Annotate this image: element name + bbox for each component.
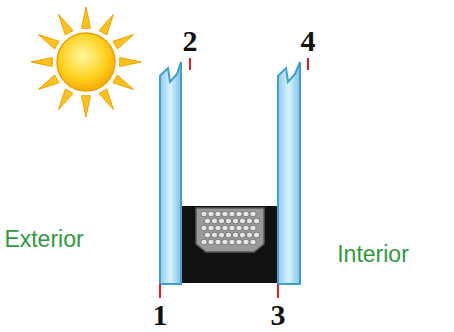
sun-ray (99, 14, 113, 35)
bead (222, 239, 228, 245)
bead (239, 218, 245, 224)
bead (201, 225, 207, 231)
outer-glass-pane (160, 62, 181, 284)
bead (243, 225, 249, 231)
bead (211, 232, 217, 238)
bead (215, 239, 221, 245)
bead (232, 218, 238, 224)
surface-tick (277, 284, 279, 298)
bead (253, 218, 259, 224)
bead (201, 211, 207, 217)
bead (225, 232, 231, 238)
sun-ray (31, 58, 52, 67)
side-label: Interior (337, 243, 409, 266)
sun-ray (99, 89, 113, 110)
bead (246, 232, 252, 238)
bead (204, 218, 210, 224)
sun-disc (57, 33, 115, 91)
bead (229, 211, 235, 217)
spacer-bar (196, 208, 264, 252)
bead (204, 232, 210, 238)
bead (250, 211, 256, 217)
sun-rays (31, 7, 141, 117)
bead (215, 211, 221, 217)
bead (232, 232, 238, 238)
bead (236, 239, 242, 245)
bead (229, 239, 235, 245)
bead (239, 232, 245, 238)
bead (222, 225, 228, 231)
desiccant-beads (201, 211, 260, 245)
sun (31, 7, 141, 117)
sun-ray (38, 35, 59, 49)
side-label: Exterior (4, 228, 83, 251)
bead (243, 211, 249, 217)
bead (215, 225, 221, 231)
sun-ray (120, 58, 141, 67)
surface-tick (189, 58, 191, 70)
bead (225, 218, 231, 224)
bead (253, 232, 259, 238)
inner-glass-pane (278, 62, 300, 284)
bead (208, 225, 214, 231)
sun-ray (82, 96, 91, 117)
sun-ray (59, 14, 73, 35)
sun-ray (82, 7, 91, 28)
surface-number: 3 (271, 300, 286, 330)
bead (222, 211, 228, 217)
bead (218, 232, 224, 238)
bead (243, 239, 249, 245)
surface-tick (307, 58, 309, 70)
bead (236, 225, 242, 231)
bead (236, 211, 242, 217)
sun-ray (113, 75, 134, 89)
bead (211, 218, 217, 224)
surface-number: 4 (301, 26, 316, 56)
bead (208, 239, 214, 245)
sun-ray (59, 89, 73, 110)
surface-number: 2 (183, 26, 198, 56)
bead (250, 239, 256, 245)
sun-ray (113, 35, 134, 49)
sealant (182, 206, 277, 283)
surface-tick (159, 284, 161, 298)
sun-ray (38, 75, 59, 89)
bead (201, 239, 207, 245)
surface-number: 1 (153, 300, 168, 330)
bead (208, 211, 214, 217)
bead (246, 218, 252, 224)
bead (229, 225, 235, 231)
bead (218, 218, 224, 224)
bead (250, 225, 256, 231)
